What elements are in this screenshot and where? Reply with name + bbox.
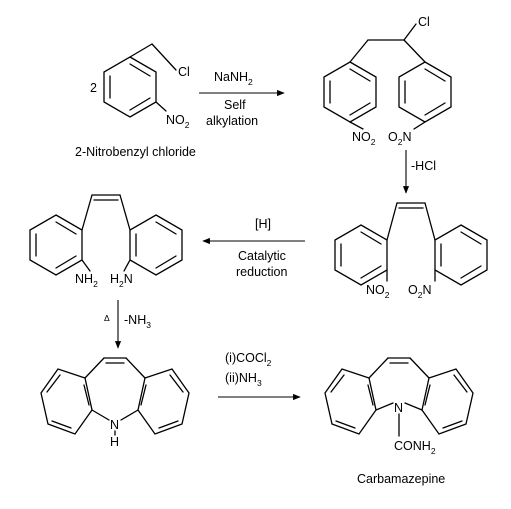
left-benzene-ring [323,61,377,123]
structure-diaminostilbene: NH2 H2N [29,194,183,289]
reaction-arrow-carbamoylation: (i)COCl2 (ii)NH3 [218,351,301,401]
reagent-phosgene-label: (i)COCl2 [225,351,272,368]
reagent-hcl-label: -HCl [411,159,436,173]
chlorine-label: Cl [178,65,190,79]
ring-nitrogen-label: N [394,401,403,415]
nitro-group-label: NO2 [166,113,190,130]
structure-chloro-dinitro-bibenzyl: Cl NO2 O2N [323,15,452,147]
heat-symbol: Δ [104,313,110,323]
left-amino-label: NH2 [75,272,98,289]
condition-catalytic-label: Catalytic [238,249,286,263]
right-benzene-ring [421,368,474,435]
right-benzene-ring [129,214,183,276]
chlorine-label: Cl [418,15,430,29]
right-nitro-label: O2N [388,130,412,147]
product-name-label: Carbamazepine [357,472,445,486]
structure-dinitrostilbene: NO2 O2N [334,202,488,300]
carboxamide-label: CONH2 [394,439,436,456]
reactant-name-label: 2-Nitrobenzyl chloride [75,145,196,159]
right-amino-label: H2N [110,272,133,289]
right-benzene-ring [398,61,452,123]
structure-2-nitrobenzyl-chloride: Cl NO2 2 [90,43,190,130]
reagent-nh3-label: -NH3 [124,313,151,330]
ring-nitrogen-label: N [110,418,119,432]
condition-reduction-label: reduction [236,265,287,279]
left-benzene-ring [40,368,93,435]
left-benzene-ring [334,224,388,286]
structure-carbamazepine: N CONH2 [324,357,474,456]
structure-iminostilbene: N H [40,357,190,449]
left-benzene-ring [29,214,83,276]
reaction-arrow-self-alkylation: NaNH2 Self alkylation [199,70,285,128]
nh-hydrogen-label: H [110,435,119,449]
stoichiometric-coefficient: 2 [90,81,97,95]
condition-alkylation-label: alkylation [206,114,258,128]
condition-self-label: Self [224,98,246,112]
benzene-ring [103,56,157,118]
left-benzene-ring [324,368,377,435]
reaction-arrow-catalytic-reduction: [H] Catalytic reduction [202,217,305,279]
reagent-h-label: [H] [255,217,271,231]
left-nitro-label: NO2 [352,130,376,147]
right-benzene-ring [434,224,488,286]
reagent-nanh2-label: NaNH2 [214,70,253,87]
left-nitro-label: NO2 [366,283,390,300]
right-nitro-label: O2N [408,283,432,300]
reaction-arrow-dehydrochlorination: -HCl [402,150,436,194]
reagent-ammonia-label: (ii)NH3 [225,371,262,388]
right-benzene-ring [137,368,190,435]
reaction-arrow-deamination: Δ -NH3 [104,300,151,349]
